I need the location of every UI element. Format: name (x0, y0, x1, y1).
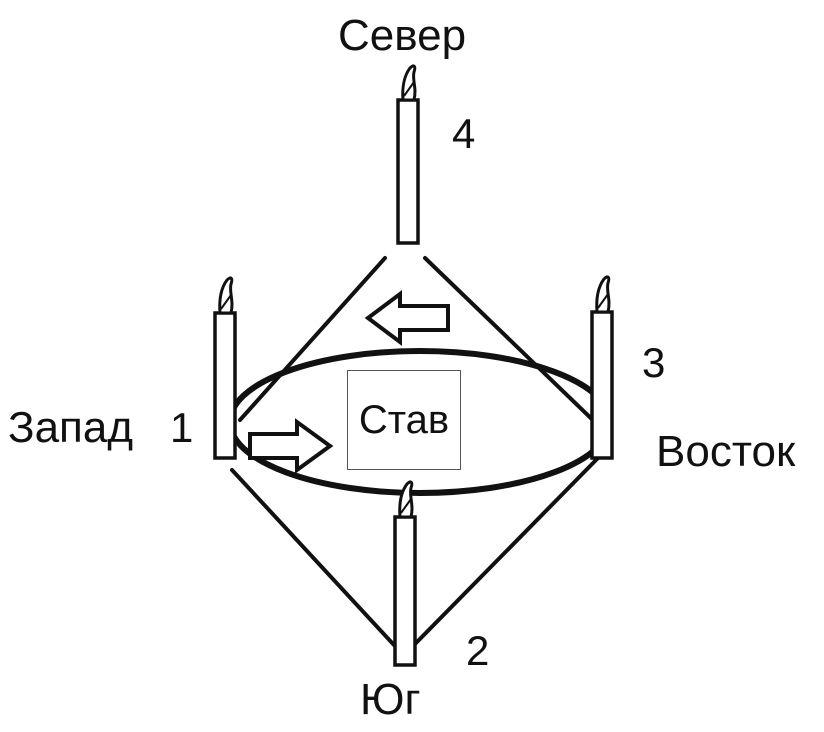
number-west: 1 (170, 404, 194, 451)
label-south: Юг (360, 675, 421, 724)
number-north: 4 (452, 110, 476, 157)
candle-west (213, 276, 237, 460)
number-east: 3 (642, 339, 666, 386)
label-east: Восток (656, 427, 796, 476)
line-west-south (230, 468, 396, 647)
candle-south (393, 480, 417, 667)
label-north: Север (338, 11, 467, 60)
flame-north-icon (401, 64, 417, 102)
flame-east-icon (595, 275, 611, 314)
center-label: Став (358, 398, 450, 442)
number-south: 2 (466, 627, 490, 674)
line-north-west (238, 256, 387, 422)
line-north-east (423, 256, 600, 427)
flame-west-icon (218, 276, 234, 315)
flame-south-icon (398, 480, 414, 519)
center-box: Став (347, 370, 461, 470)
candle-east (590, 275, 614, 460)
arrow-left-icon (364, 290, 450, 346)
line-east-south (412, 456, 600, 647)
candle-north (396, 64, 420, 245)
arrow-right-icon (248, 418, 334, 474)
label-west: Запад (8, 403, 134, 452)
